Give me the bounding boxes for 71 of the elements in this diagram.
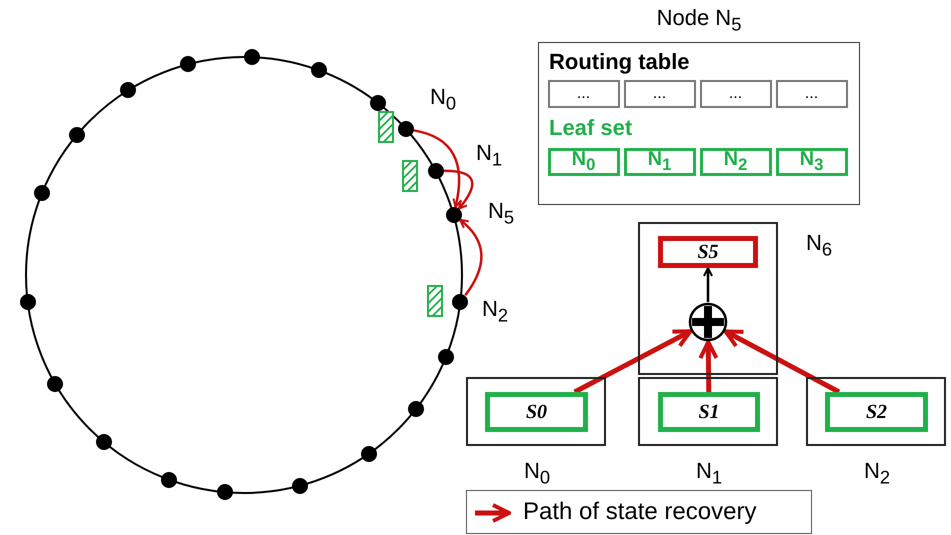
section-heading: Leaf set <box>549 115 632 141</box>
ring-node-dot <box>69 126 85 143</box>
leaf-cell <box>548 148 620 176</box>
cell-text: ... <box>652 84 666 102</box>
state-box <box>658 392 760 432</box>
sum-symbol <box>688 302 728 342</box>
section-heading: Routing table <box>549 49 690 75</box>
node-label: N$_{2}$ <box>482 296 508 326</box>
ring-node-dot <box>20 294 36 310</box>
arrow <box>573 329 692 394</box>
ring-node-dot <box>161 472 178 488</box>
ring-node-dot <box>310 62 327 78</box>
node-label: N$_{1}$ <box>696 458 722 488</box>
state-box <box>658 236 758 268</box>
cell-text: ... <box>804 84 818 102</box>
cell-text: ... <box>576 84 590 102</box>
hatched-block <box>427 285 443 317</box>
cell-text: ... <box>728 84 742 102</box>
state-box <box>825 392 928 432</box>
table-cell <box>776 80 848 108</box>
arrow <box>698 340 718 392</box>
ring-node-dot <box>361 446 378 462</box>
state-label: S2 <box>866 400 888 424</box>
legend-text: Path of state recovery <box>523 498 756 526</box>
table-cell <box>700 80 772 108</box>
ring-node-dot <box>370 95 386 112</box>
arrow <box>458 218 483 296</box>
ring-node-dot <box>244 49 260 66</box>
node-box <box>638 222 778 375</box>
table-cell <box>624 80 696 108</box>
cell-text: N$_{2}$ <box>724 148 748 175</box>
arrow <box>703 267 713 302</box>
state-label: S1 <box>698 400 720 424</box>
ring-node-dot <box>438 348 454 365</box>
cell-text: N$_{0}$ <box>572 148 596 175</box>
ring-node-dot <box>47 376 64 392</box>
ring-node-dot <box>446 206 462 223</box>
node-box <box>638 377 778 446</box>
arrow <box>724 329 840 394</box>
arrow <box>444 170 474 210</box>
ring-node-dot <box>408 401 424 418</box>
node-box <box>806 377 946 446</box>
node-label: N$_{1}$ <box>476 140 502 170</box>
table-cell <box>548 80 620 108</box>
cell-text: N$_{1}$ <box>648 148 672 175</box>
hatched-block <box>402 160 418 192</box>
ring-node-dot <box>34 185 50 202</box>
ring-node-dot <box>96 434 112 450</box>
node-label: N$_{0}$ <box>524 458 550 488</box>
node-label: N$_{2}$ <box>864 458 890 488</box>
ring-node-dot <box>120 82 136 98</box>
node-label: N$_{0}$ <box>430 84 456 114</box>
ring-node-dot <box>452 294 468 310</box>
node-box <box>466 377 606 446</box>
hatched-block <box>378 111 394 143</box>
panel-title: Node N$_{5}$ <box>656 5 742 36</box>
node-label: N$_{5}$ <box>488 198 514 228</box>
ring-node-dot <box>398 121 414 138</box>
arrow <box>414 129 462 208</box>
state-label: S5 <box>697 240 719 264</box>
leaf-cell <box>700 148 772 176</box>
ring-node-dot <box>292 478 308 494</box>
cell-text: N$_{3}$ <box>800 148 824 175</box>
ring-node-dot <box>217 484 233 500</box>
ring-node-dot <box>428 162 444 179</box>
ring-node-dot <box>180 56 196 72</box>
node-label: N$_{6}$ <box>806 230 832 260</box>
state-label: S0 <box>526 400 548 424</box>
leaf-cell <box>624 148 696 176</box>
leaf-cell <box>776 148 848 176</box>
state-box <box>485 392 588 432</box>
